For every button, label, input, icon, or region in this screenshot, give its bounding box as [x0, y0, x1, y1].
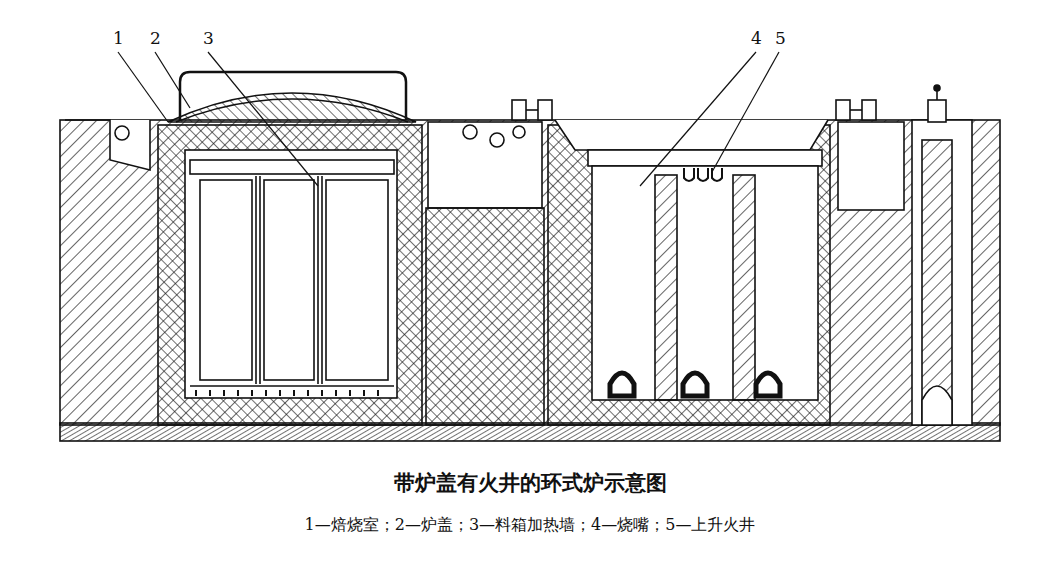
- callout-number: 5: [775, 28, 786, 48]
- part-key: 1—焙烧室；2—炉盖；3—料箱加热墙；4—烧嘴；5—上升火井: [305, 515, 756, 534]
- callout-number: 3: [203, 28, 214, 48]
- callout-number: 1: [113, 28, 124, 48]
- callout-number: 4: [751, 28, 762, 48]
- callout-number: 2: [150, 28, 161, 48]
- figure-caption: 带炉盖有火井的环式炉示意图: [394, 470, 667, 495]
